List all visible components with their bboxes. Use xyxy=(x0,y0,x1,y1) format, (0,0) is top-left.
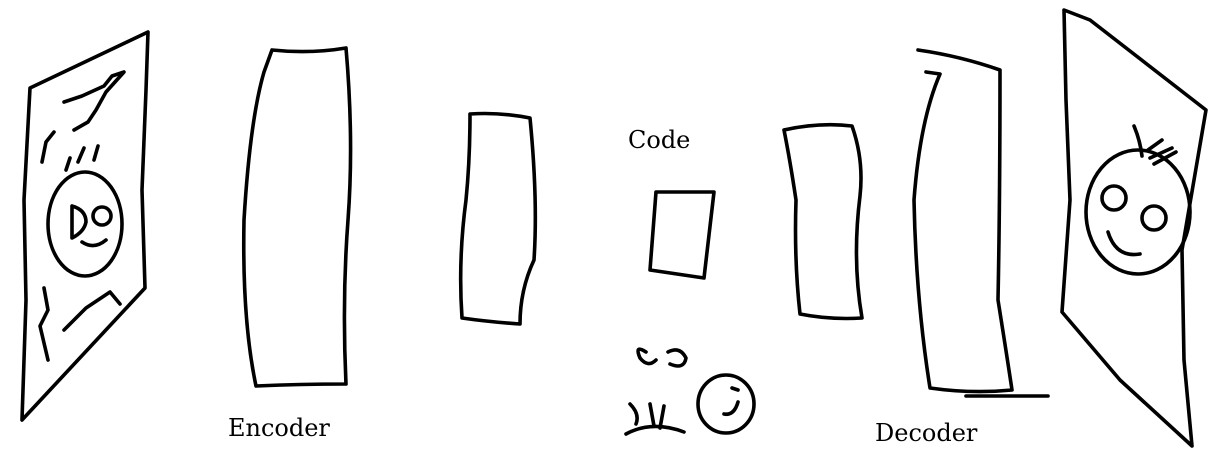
output-mouth xyxy=(1106,230,1142,257)
output-image-frame xyxy=(1060,8,1208,448)
code-label: Code xyxy=(628,126,691,154)
code-face-features xyxy=(722,386,740,417)
output-face xyxy=(1084,148,1192,276)
decoder-layer-2 xyxy=(912,48,1014,394)
output-eye-right xyxy=(1140,204,1168,232)
input-image xyxy=(20,30,150,422)
input-face xyxy=(46,170,124,278)
input-image-frame xyxy=(20,30,150,422)
input-scribble-bottom xyxy=(38,286,122,362)
input-scribble-top xyxy=(62,70,126,132)
code-box xyxy=(648,190,716,280)
input-eye-left xyxy=(70,204,88,240)
code-face-head xyxy=(696,373,756,435)
code-face-eyes xyxy=(636,347,688,368)
input-mouth xyxy=(80,238,108,248)
input-scribble-left xyxy=(40,130,56,164)
output-image xyxy=(1060,8,1208,448)
decoder-label: Decoder xyxy=(875,419,978,447)
encoder-label: Encoder xyxy=(228,414,330,442)
encoder-layer-2 xyxy=(458,111,538,326)
input-hair xyxy=(64,144,100,172)
input-eye-right xyxy=(91,205,113,227)
output-eye-left xyxy=(1100,184,1128,212)
decoder-layer-1 xyxy=(782,122,864,321)
code-face-hair xyxy=(624,402,686,436)
encoder-layer-1 xyxy=(241,46,353,388)
output-hair xyxy=(1132,124,1178,166)
